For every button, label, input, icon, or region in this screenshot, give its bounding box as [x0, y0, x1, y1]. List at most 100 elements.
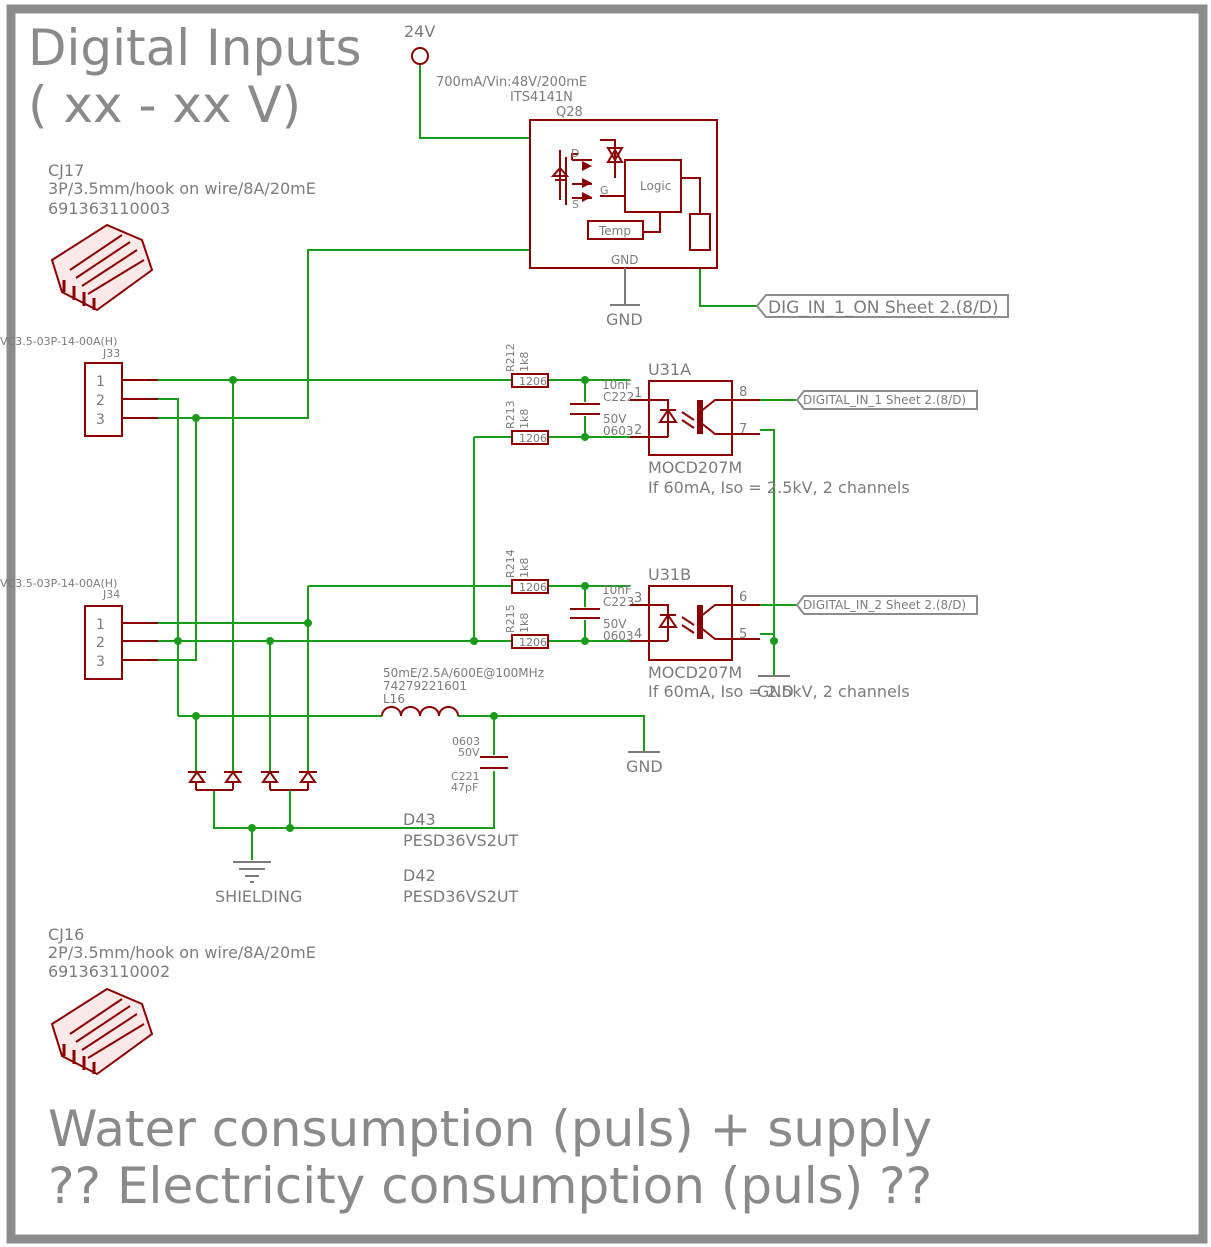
u31b-pin-3: 3	[634, 591, 642, 606]
capacitor-c223: 10nF C223 50V 0603	[570, 583, 634, 643]
net-label-digital-in-1: DIGITAL_IN_1 Sheet 2.(8/D)	[795, 390, 978, 410]
cj17-part: 691363110003	[48, 199, 170, 218]
sheet-title-line1: Digital Inputs	[28, 19, 362, 77]
q28-high-side-switch: 700mA/Vin:48V/200mE ITS4141N Q28 D G S L…	[436, 75, 718, 329]
d43-part: PESD36VS2UT	[403, 831, 519, 850]
u31a-desc: If 60mA, Iso = 2.5kV, 2 channels	[648, 478, 910, 497]
j34-part: VC3.5-03P-14-00A(H)	[0, 577, 117, 590]
net-label-dig-in-1-on: DIG_IN_1_ON Sheet 2.(8/D)	[755, 294, 1009, 318]
r214-value: 1k8	[518, 558, 531, 578]
digital-in-2-text: DIGITAL_IN_2 Sheet 2.(8/D)	[803, 598, 966, 612]
u31a-pin-2: 2	[634, 423, 642, 438]
r212-package: 1206	[519, 375, 547, 388]
r215-name: R215	[504, 604, 517, 633]
q28-part: ITS4141N	[510, 90, 573, 105]
c222-value: 10nF	[602, 378, 632, 392]
j33-pin-3: 3	[96, 412, 105, 428]
q28-gnd-pin: GND	[611, 253, 639, 267]
l16-gnd: GND	[626, 751, 663, 776]
j34-pin-2: 2	[96, 635, 105, 651]
d43-diode-a	[261, 770, 290, 791]
supply-label: 24V	[404, 22, 435, 41]
d42-name: D42	[403, 866, 436, 885]
c222-name: C222	[603, 390, 634, 404]
cj16-name: CJ16	[48, 925, 84, 944]
r212-value: 1k8	[518, 352, 531, 372]
footer-note-line1: Water consumption (puls) + supply	[48, 1100, 932, 1158]
cj16-connector: CJ16 2P/3.5mm/hook on wire/8A/20mE 69136…	[48, 925, 316, 1076]
j33-pin-1: 1	[96, 374, 105, 390]
c221-name: C221	[451, 770, 480, 783]
c223-voltage: 50V	[603, 617, 627, 631]
j33-header: VC3.5-03P-14-00A(H) J33 1 2 3	[0, 335, 158, 437]
c221-value: 47pF	[451, 781, 478, 794]
d43-name: D43	[403, 810, 436, 829]
cj16-part: 691363110002	[48, 962, 170, 981]
opto-gnd: GND	[757, 675, 794, 701]
j33-pin-2: 2	[96, 393, 105, 409]
c223-name: C223	[603, 595, 634, 609]
sheet-frame	[6, 4, 1208, 1244]
j34-pin-3: 3	[96, 654, 105, 670]
resistor-r212: 1206 R212 1k8	[504, 343, 549, 388]
resistor-r214: 1206 R214 1k8	[504, 549, 549, 594]
optocoupler-u31a: U31A 1 2 8 7 MOCD207M If 60mA, Iso = 2.5…	[630, 360, 910, 497]
net-label-digital-in-2: DIGITAL_IN_2 Sheet 2.(8/D)	[795, 595, 978, 615]
junctions	[174, 376, 778, 832]
q28-value: 700mA/Vin:48V/200mE	[436, 75, 587, 90]
d42-part: PESD36VS2UT	[403, 887, 519, 906]
c221-voltage: 50V	[458, 746, 480, 759]
dig-in-1-on-text: DIG_IN_1_ON Sheet 2.(8/D)	[768, 298, 999, 318]
u31a-pin-1: 1	[634, 386, 642, 401]
digital-in-1-text: DIGITAL_IN_1 Sheet 2.(8/D)	[803, 393, 966, 407]
r213-name: R213	[504, 400, 517, 429]
j33-part: VC3.5-03P-14-00A(H)	[0, 335, 117, 348]
c222-package: 0603	[603, 424, 634, 438]
resistor-r213: 1206 R213 1k8	[504, 400, 549, 445]
r213-package: 1206	[519, 432, 547, 445]
opto-gnd-label: GND	[757, 682, 794, 701]
cj17-name: CJ17	[48, 161, 84, 180]
sheet-title-line2: ( xx - xx V)	[28, 76, 301, 134]
shielding-label: SHIELDING	[215, 887, 302, 906]
j33-name: J33	[102, 347, 120, 360]
l16-gnd-label: GND	[626, 757, 663, 776]
capacitor-c221: 0603 50V C221 47pF	[451, 735, 508, 794]
r215-package: 1206	[519, 636, 547, 649]
capacitor-c222: 10nF C222 50V 0603	[570, 378, 634, 438]
u31b-part: MOCD207M	[648, 663, 742, 682]
cj16-plug-icon	[50, 987, 154, 1076]
optocoupler-u31b: U31B 3 4 6 5 MOCD207M If 60mA, Iso = 2.5…	[630, 565, 910, 701]
c222-voltage: 50V	[603, 412, 627, 426]
l16-part: 74279221601	[383, 679, 467, 693]
resistor-r215: 1206 R215 1k8	[504, 604, 549, 649]
d42-diode-a	[188, 770, 214, 791]
u31b-desc: If 60mA, Iso = 2.5kV, 2 channels	[648, 682, 910, 701]
u31b-pin-4: 4	[634, 627, 642, 642]
r215-value: 1k8	[518, 613, 531, 633]
u31a-pin-7: 7	[739, 422, 747, 437]
tvs-diodes: D43 PESD36VS2UT D42 PESD36VS2UT	[188, 770, 519, 906]
l16-name: L16	[383, 692, 405, 706]
q28-temp-label: Temp	[598, 224, 631, 238]
d42-diode-b	[214, 770, 242, 791]
u31a-pin-8: 8	[739, 385, 747, 400]
c221-package: 0603	[452, 735, 480, 748]
u31a-part: MOCD207M	[648, 458, 742, 477]
c223-package: 0603	[603, 629, 634, 643]
shielding-ground: SHIELDING	[215, 861, 302, 906]
q28-logic-label: Logic	[640, 179, 671, 193]
q28-pin-s: S	[572, 198, 579, 211]
d43-diode-b	[290, 770, 317, 791]
cj17-connector: CJ17 3P/3.5mm/hook on wire/8A/20mE 69136…	[48, 161, 316, 312]
r213-value: 1k8	[518, 409, 531, 429]
r214-name: R214	[504, 549, 517, 578]
u31a-name: U31A	[648, 360, 691, 379]
r212-name: R212	[504, 343, 517, 372]
cj16-desc: 2P/3.5mm/hook on wire/8A/20mE	[48, 943, 316, 962]
u31b-pin-6: 6	[739, 590, 747, 605]
q28-gnd-label: GND	[606, 310, 643, 329]
supply-24v: 24V	[404, 22, 435, 65]
c223-value: 10nF	[602, 583, 632, 597]
